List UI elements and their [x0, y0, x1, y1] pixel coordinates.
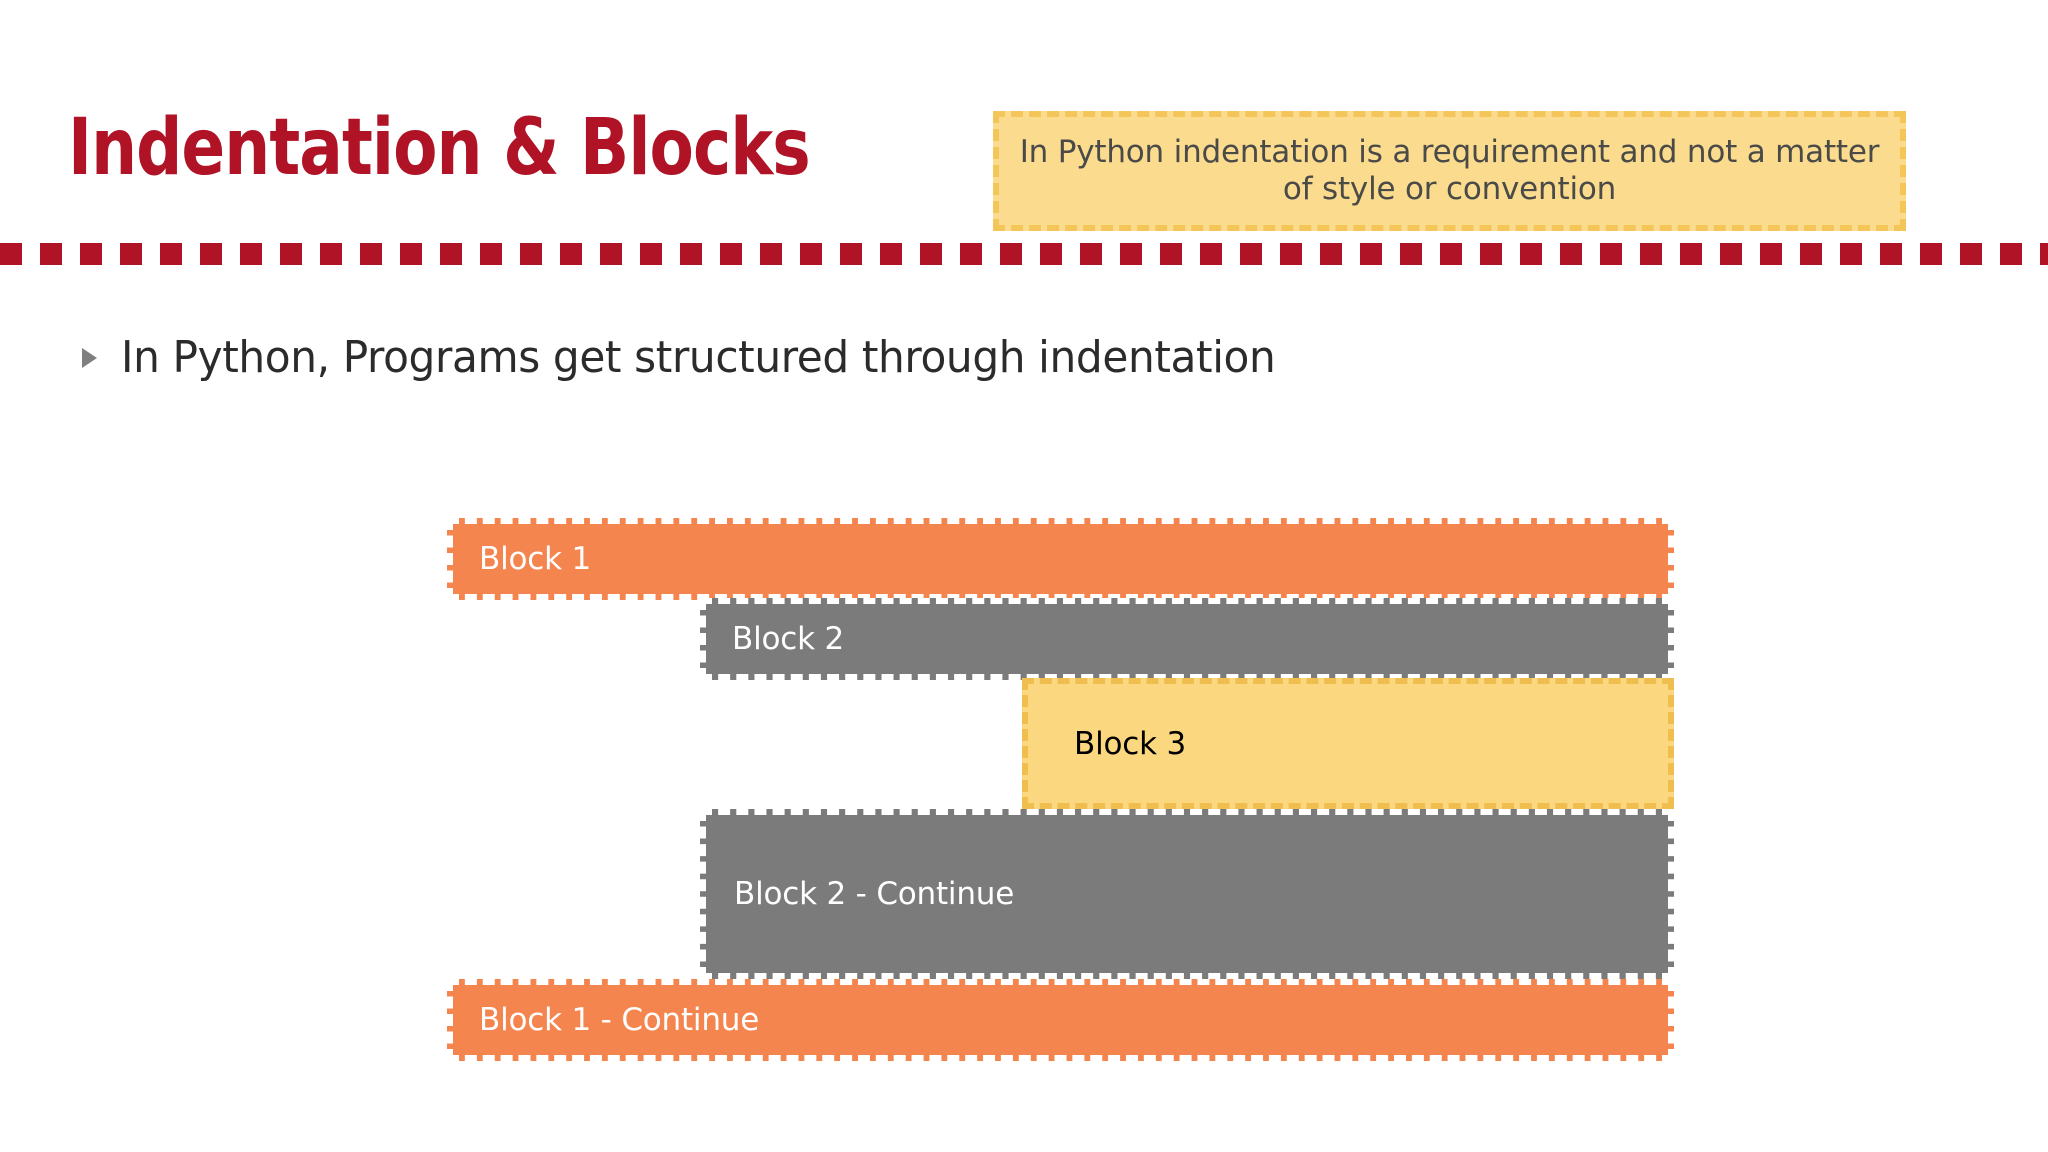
callout-box: In Python indentation is a requirement a… [993, 111, 1906, 231]
diagram-block-label: Block 3 [1074, 725, 1187, 762]
bullet-item-label: In Python, Programs get structured throu… [121, 332, 1276, 383]
diagram-block-block-2: Block 2 [700, 598, 1674, 680]
bullet-item: In Python, Programs get structured throu… [82, 332, 1324, 383]
diagram-block-label: Block 1 [479, 541, 592, 577]
diagram-block-label: Block 1 - Continue [479, 1002, 760, 1038]
diagram-block-block-1-continue: Block 1 - Continue [447, 979, 1674, 1061]
callout-text: In Python indentation is a requirement a… [1019, 134, 1880, 207]
diagram-block-block-3: Block 3 [1022, 678, 1674, 809]
diagram-block-block-2-continue: Block 2 - Continue [700, 809, 1674, 979]
diagram-block-label: Block 2 [732, 621, 845, 657]
diagram-block-label: Block 2 - Continue [734, 876, 1015, 912]
page-title: Indentation & Blocks [68, 103, 811, 193]
triangle-bullet-icon [82, 347, 97, 368]
diagram-block-block-1: Block 1 [447, 518, 1674, 600]
dashed-divider [0, 243, 2048, 265]
